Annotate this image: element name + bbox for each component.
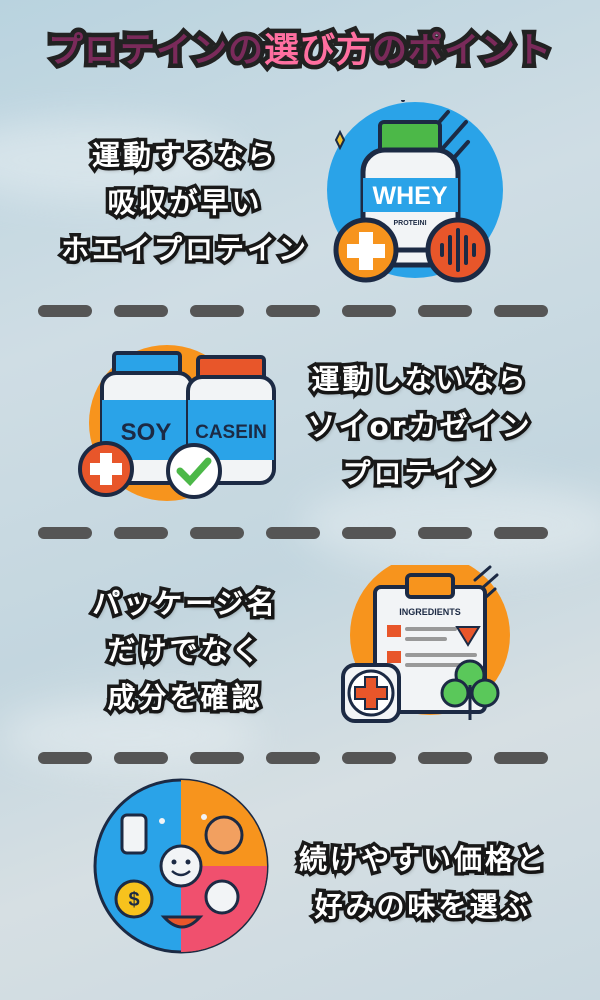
text-line: ホエイプロテイン xyxy=(57,230,309,270)
text-line: プロテイン xyxy=(339,454,498,494)
title-part1: プロテインの xyxy=(43,27,267,76)
dashed-divider xyxy=(38,752,548,764)
text-line: ソイorカゼイン xyxy=(304,407,533,447)
dashed-divider xyxy=(38,305,548,317)
text-line: 吸収が早い xyxy=(104,183,263,223)
whey-protein-jar-icon: WHEY PROTEINI xyxy=(327,100,503,283)
section-4-text: 続けやすい価格と 好みの味を選ぶ xyxy=(278,836,568,930)
whey-sublabel: PROTEINI xyxy=(393,220,426,227)
page-title: プロテインの選び方のポイント xyxy=(0,22,600,76)
soy-casein-jars-icon: SOY CASEIN xyxy=(78,345,276,501)
title-highlight: 選び方 xyxy=(259,27,375,76)
text-line: 運動するなら xyxy=(88,136,278,176)
whey-label: WHEY xyxy=(373,182,448,210)
text-line: パッケージ名 xyxy=(89,584,278,624)
svg-text:$: $ xyxy=(128,889,139,911)
text-line: 運動しないなら xyxy=(308,360,529,400)
text-line: 好みの味を選ぶ xyxy=(311,887,532,927)
section-1-text: 運動するなら 吸収が早い ホエイプロテイン xyxy=(35,132,335,273)
section-3-text: パッケージ名 だけでなく 成分を確認 xyxy=(40,580,330,721)
soy-label: SOY xyxy=(121,419,172,446)
section-2-text: 運動しないなら ソイorカゼイン プロテイン xyxy=(280,356,560,497)
dashed-divider xyxy=(38,527,548,539)
text-line: だけでなく xyxy=(104,631,263,671)
ingredients-label: INGREDIENTS xyxy=(399,607,461,617)
text-line: 続けやすい価格と xyxy=(295,840,547,880)
casein-label: CASEIN xyxy=(195,422,267,443)
text-line: 成分を確認 xyxy=(104,678,263,718)
title-part2: のポイント xyxy=(367,27,555,76)
price-taste-circle-icon: $ xyxy=(93,778,269,954)
ingredients-clipboard-icon: INGREDIENTS xyxy=(341,565,510,723)
